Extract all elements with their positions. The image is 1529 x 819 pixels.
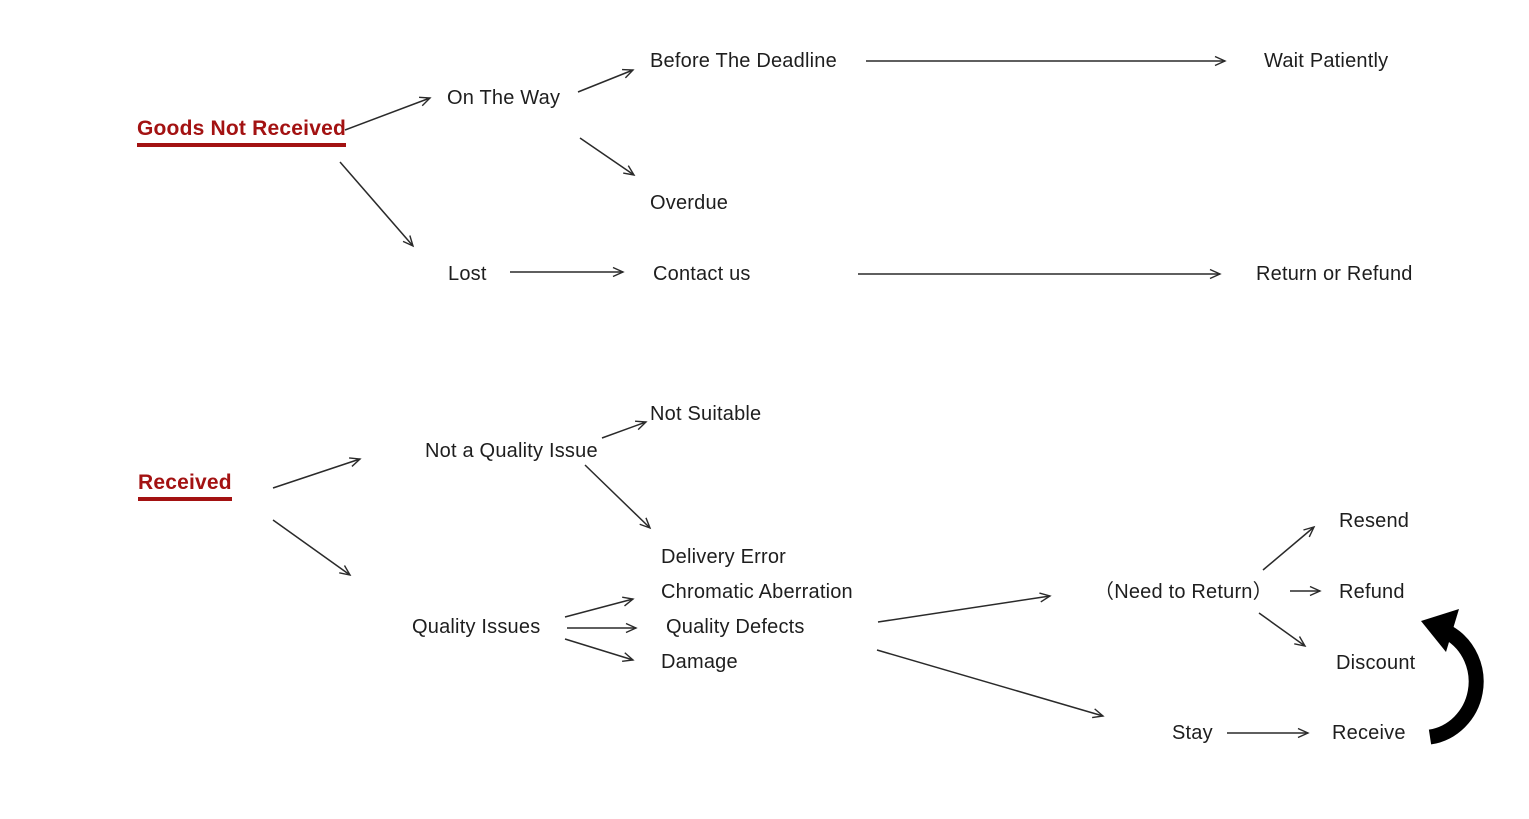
node-stay: Stay <box>1172 722 1213 744</box>
node-wait-patiently: Wait Patiently <box>1264 50 1389 72</box>
node-overdue: Overdue <box>650 192 729 214</box>
node-resend: Resend <box>1339 510 1410 532</box>
node-before-the-deadline: Before The Deadline <box>650 50 837 72</box>
node-return-or-refund: Return or Refund <box>1256 263 1413 285</box>
node-goods-not-received: Goods Not Received <box>137 118 346 147</box>
node-chromatic-aberration: Chromatic Aberration <box>661 581 853 603</box>
node-lost: Lost <box>448 263 487 285</box>
arrow-not-a-quality-issue-to-not-suitable <box>601 420 648 439</box>
arrow-received-to-quality-issues <box>272 519 352 576</box>
arrow-not-a-quality-issue-to-delivery-error <box>584 464 652 530</box>
arrow-on-the-way-to-overdue <box>579 137 636 176</box>
node-receive: Receive <box>1332 722 1406 744</box>
node-discount: Discount <box>1336 652 1416 674</box>
node-contact-us: Contact us <box>653 263 751 285</box>
arrow-quality-issues-to-chromatic-aberration <box>564 596 635 618</box>
node-quality-issues: Quality Issues <box>412 616 541 638</box>
arrow-need-to-return-to-discount <box>1258 612 1307 647</box>
arrow-need-to-return-to-resend <box>1262 525 1316 571</box>
node-need-to-return: （Need to Return） <box>1094 581 1273 603</box>
arrow-goods-not-received-to-on-the-way <box>344 96 432 131</box>
arrow-received-to-not-a-quality-issue <box>272 457 362 489</box>
node-damage: Damage <box>661 651 738 673</box>
arrow-on-the-way-to-before-the-deadline <box>577 68 635 93</box>
node-received: Received <box>138 472 232 501</box>
arrow-quality-issues-to-damage <box>564 638 635 663</box>
curved-arrow-icon <box>1421 609 1484 745</box>
node-not-a-quality-issue: Not a Quality Issue <box>425 440 598 462</box>
node-on-the-way: On The Way <box>447 87 561 109</box>
arrow-defects-to-stay <box>876 649 1105 719</box>
node-delivery-error: Delivery Error <box>661 546 787 568</box>
node-refund: Refund <box>1339 581 1405 603</box>
node-not-suitable: Not Suitable <box>650 403 762 425</box>
arrow-goods-not-received-to-lost <box>339 161 415 248</box>
arrow-defects-to-need-to-return <box>877 592 1052 623</box>
node-quality-defects: Quality Defects <box>666 616 805 638</box>
